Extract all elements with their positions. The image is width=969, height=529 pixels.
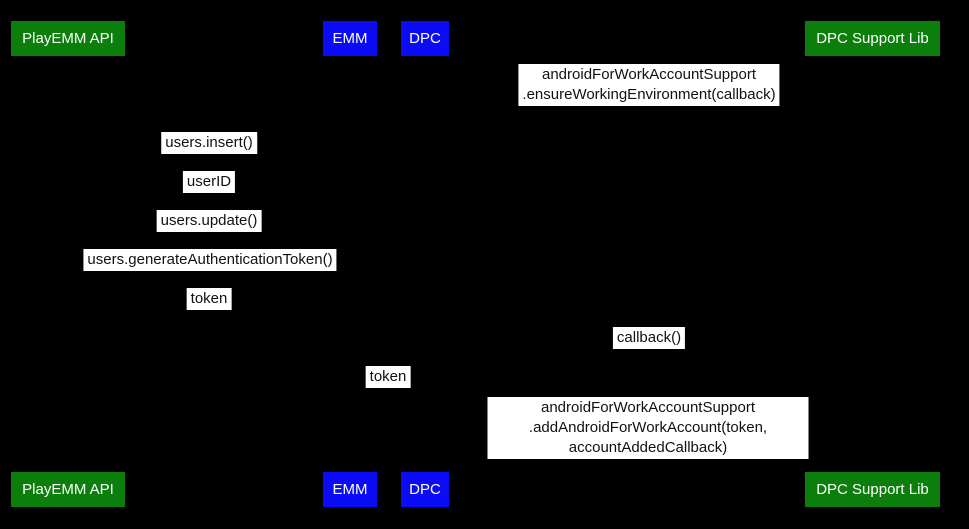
message-ensure-working-environment: androidForWorkAccountSupport .ensureWork…	[518, 64, 780, 106]
message-callback: callback()	[612, 327, 686, 349]
participant-playemm-api-top: PlayEMM API	[11, 21, 125, 56]
message-token-1: token	[186, 288, 232, 310]
message-users-generate-authentication-token: users.generateAuthenticationToken()	[83, 249, 337, 271]
participant-dpc-support-lib-top: DPC Support Lib	[805, 21, 940, 56]
message-users-insert: users.insert()	[161, 132, 257, 154]
message-users-update: users.update()	[156, 210, 262, 232]
message-userid: userID	[182, 171, 236, 193]
participant-emm-top: EMM	[323, 21, 377, 56]
participant-playemm-api-bottom: PlayEMM API	[11, 472, 125, 507]
participant-dpc-bottom: DPC	[401, 472, 449, 507]
message-add-android-for-work-account: androidForWorkAccountSupport .addAndroid…	[487, 397, 809, 459]
message-token-2: token	[365, 366, 411, 388]
participant-dpc-support-lib-bottom: DPC Support Lib	[805, 472, 940, 507]
participant-emm-bottom: EMM	[323, 472, 377, 507]
participant-dpc-top: DPC	[401, 21, 449, 56]
